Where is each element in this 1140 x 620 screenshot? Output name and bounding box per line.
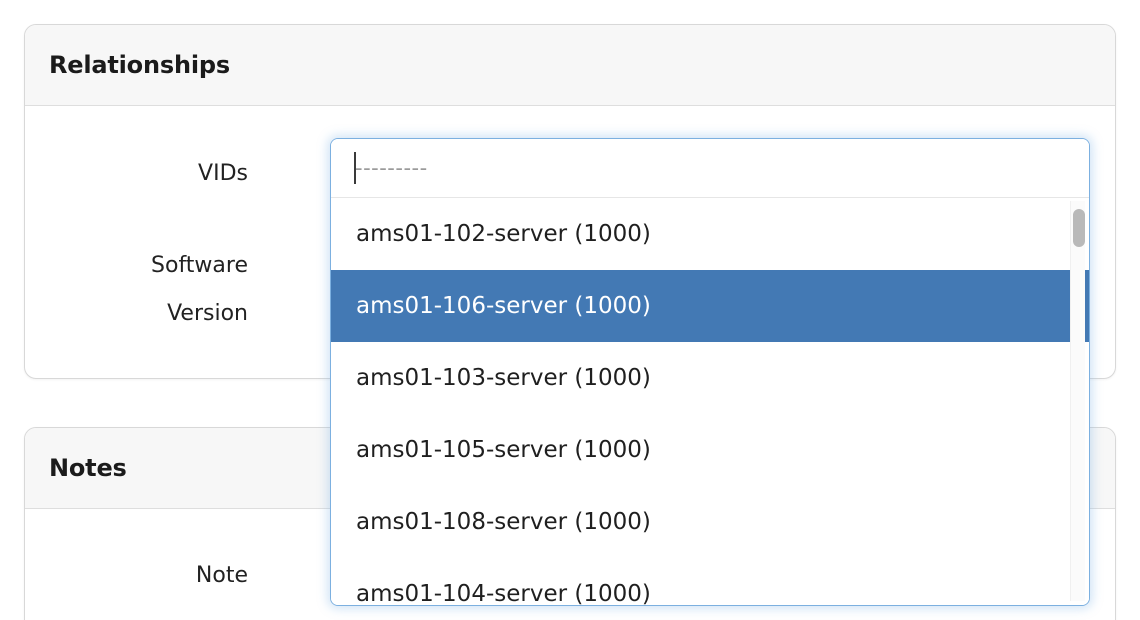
relationships-title: Relationships <box>49 51 230 79</box>
software-version-label-line2: Version <box>167 301 248 326</box>
dropdown-scrollbar-thumb[interactable] <box>1073 209 1085 247</box>
select-option[interactable]: ams01-102-server (1000) <box>356 221 651 247</box>
select-option[interactable]: ams01-105-server (1000) <box>356 437 651 463</box>
vids-search-input[interactable] <box>355 150 1055 186</box>
vids-field-label: VIDs <box>198 161 248 186</box>
software-version-label-line1: Software <box>151 253 248 278</box>
software-version-field-label: Software Version <box>24 242 248 338</box>
dropdown-scrollbar[interactable] <box>1070 201 1085 601</box>
select-option[interactable]: ams01-104-server (1000) <box>356 581 651 605</box>
select-option[interactable]: ams01-108-server (1000) <box>356 509 651 535</box>
note-field-label: Note <box>195 563 248 588</box>
vids-select-dropdown[interactable]: ams01-102-server (1000) ams01-106-server… <box>330 138 1090 606</box>
notes-title: Notes <box>49 454 127 482</box>
vids-select-search-area[interactable] <box>331 139 1089 198</box>
select-option-highlighted[interactable]: ams01-106-server (1000) <box>331 270 1089 342</box>
relationships-card-header: Relationships <box>25 25 1115 106</box>
select-option[interactable]: ams01-103-server (1000) <box>356 365 651 391</box>
vids-options-list[interactable]: ams01-102-server (1000) ams01-106-server… <box>331 198 1089 605</box>
